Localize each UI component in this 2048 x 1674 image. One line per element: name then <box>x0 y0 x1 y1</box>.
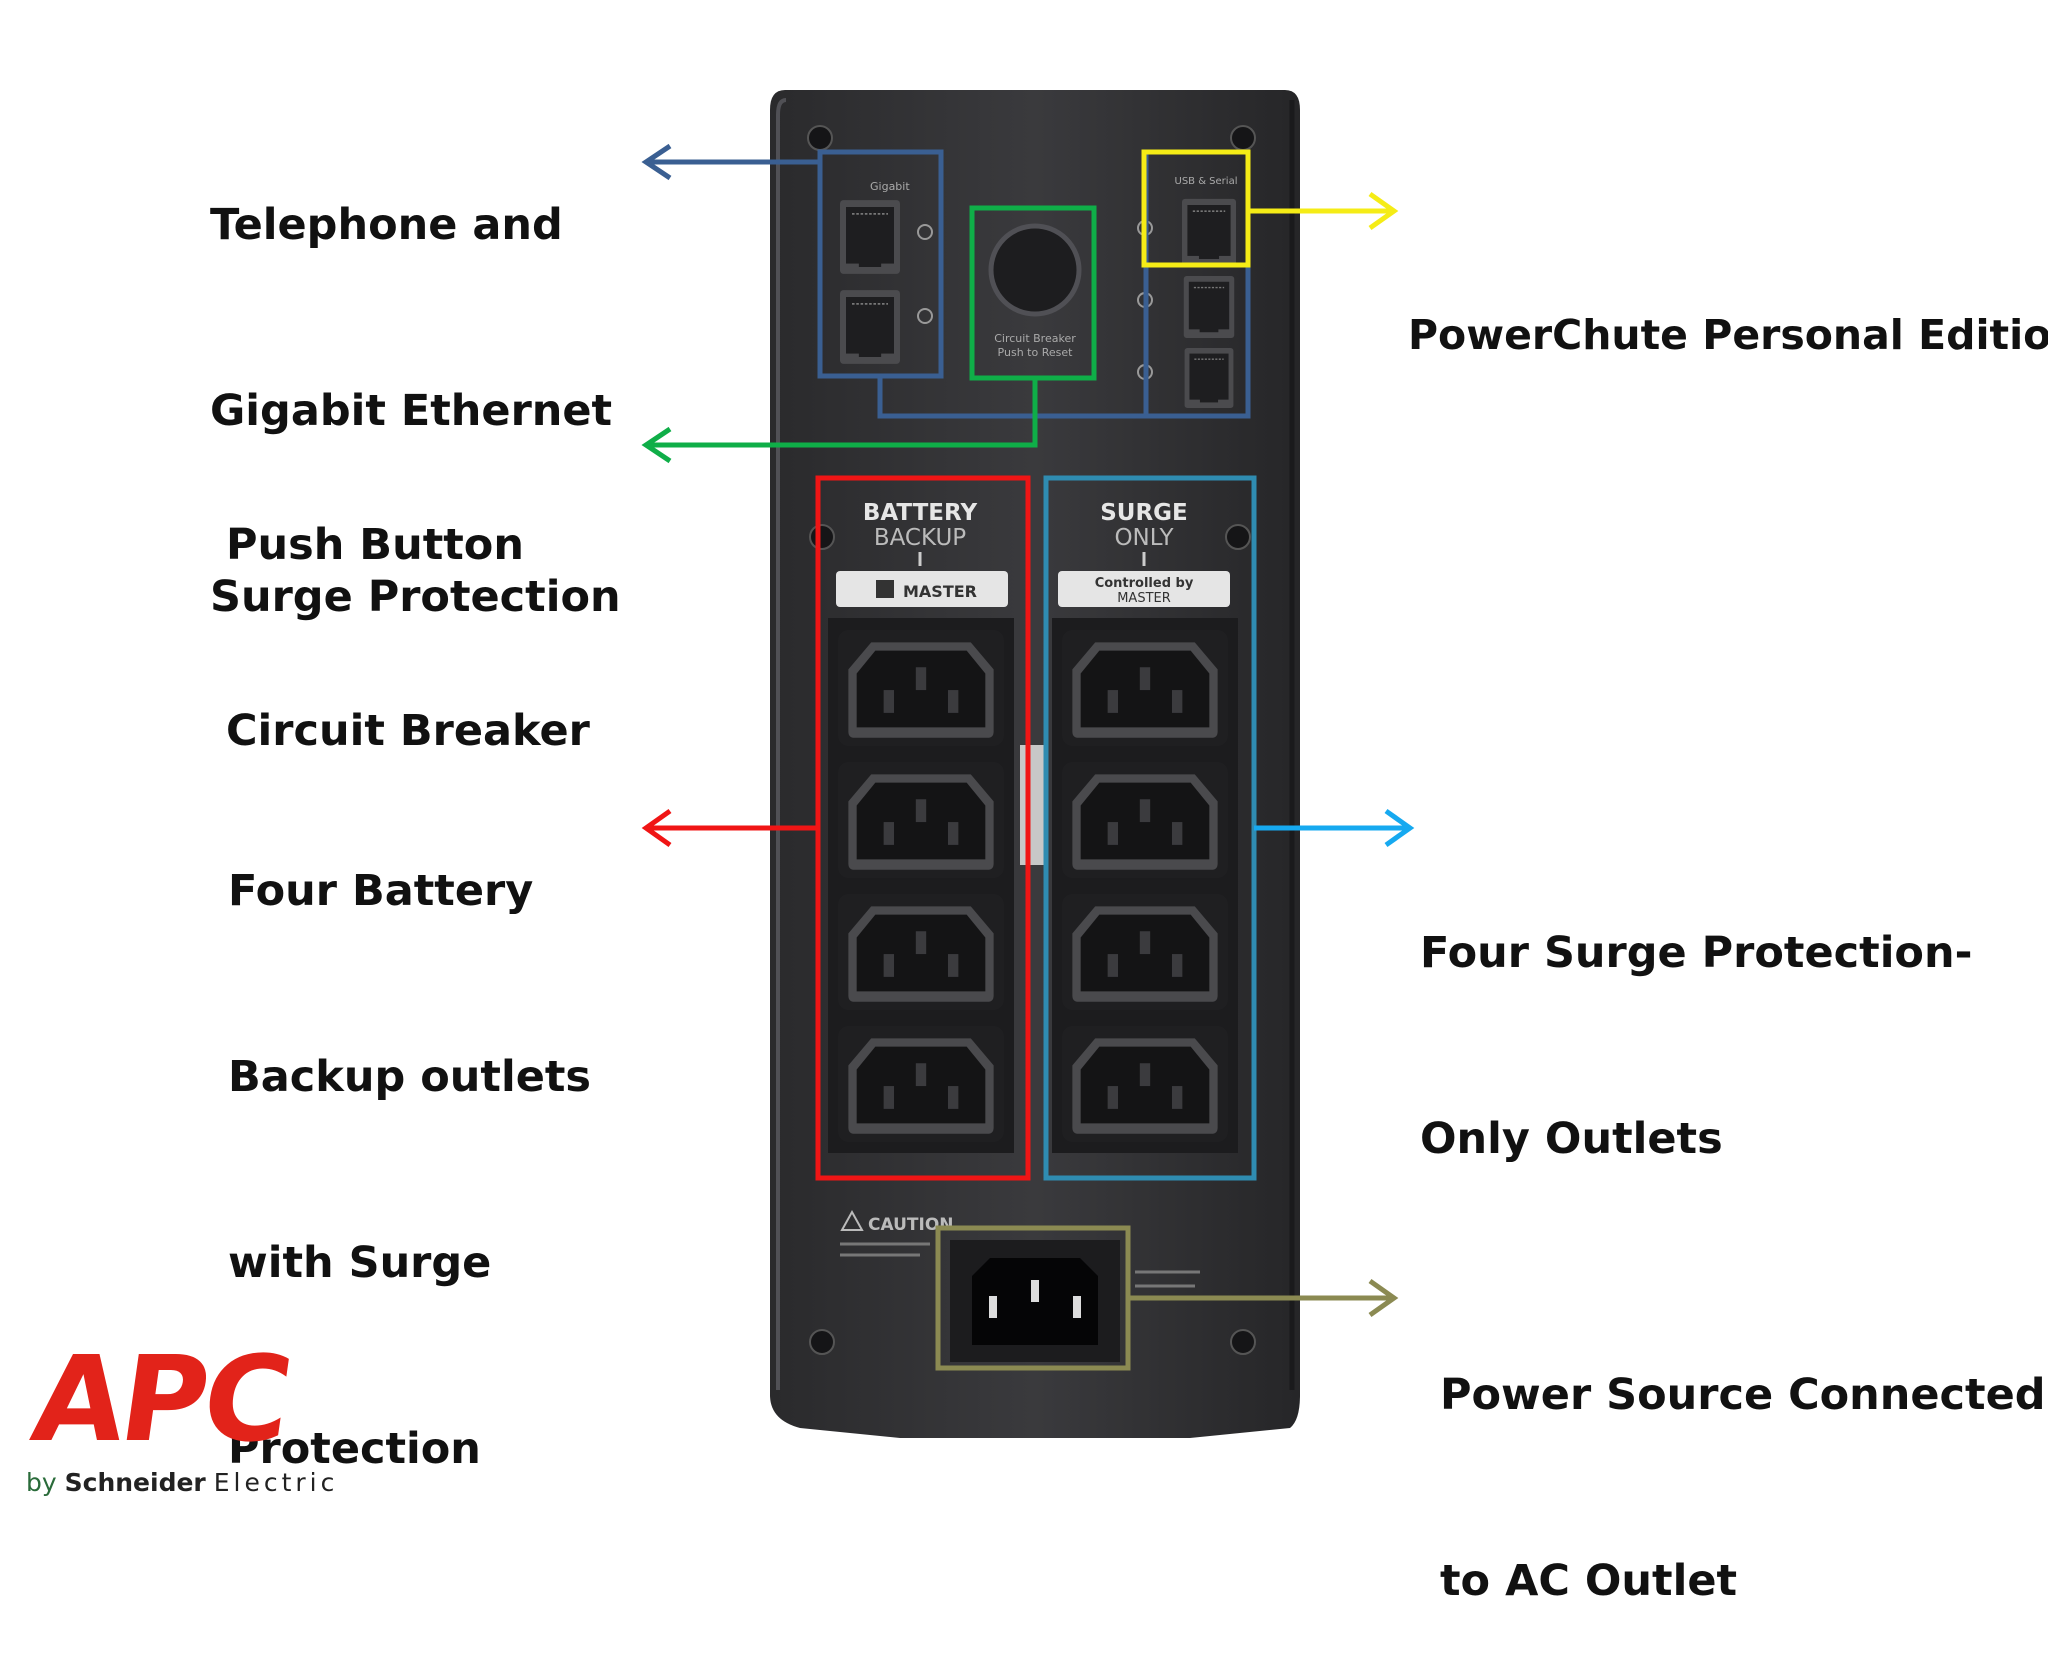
callout-line: with Surge <box>228 1238 492 1288</box>
telephone-callout: Telephone and Gigabit Ethernet Surge Pro… <box>210 70 621 690</box>
surge-outlet-icon <box>1062 761 1228 879</box>
battery-callout: Four Battery Backup outlets with Surge P… <box>228 736 591 1542</box>
powerchute-callout: PowerChute Personal Edition <box>1408 180 2048 428</box>
battery-backup-heading: BATTERY <box>863 500 978 526</box>
power-callout: Power Source Connected to AC Outlet <box>1440 1240 2046 1674</box>
callout-line: Protection <box>228 1424 481 1474</box>
apc-logo-wordmark: APC <box>24 1330 297 1468</box>
callout-line: Backup outlets <box>228 1052 592 1102</box>
breaker-label: Push to Reset <box>998 346 1074 359</box>
screw-icon <box>809 524 835 550</box>
arrow-head-icon <box>641 426 672 464</box>
caution-icon <box>840 1209 864 1231</box>
rj45-out-icon <box>840 290 900 364</box>
screw-icon <box>809 1329 835 1355</box>
battery-outlet-icon <box>838 1025 1004 1143</box>
ups-diagram: Gigabit Circuit Breaker Push to Reset US… <box>641 90 1415 1438</box>
controlled-by-master-tag <box>1058 571 1230 607</box>
phone-out-port-icon <box>1183 348 1235 408</box>
battery-backup-heading: BACKUP <box>874 525 966 551</box>
surge-outlet-icon <box>1062 629 1228 747</box>
callout-line: Four Battery <box>228 866 534 916</box>
gigabit-port-label: Gigabit <box>870 180 910 193</box>
arrow-head-icon <box>1384 808 1415 848</box>
caution-label: CAUTION <box>868 1215 954 1235</box>
callout-line: Push Button <box>226 520 524 570</box>
tagline-name: Schneider <box>64 1468 206 1497</box>
master-tag-label: MASTER <box>903 582 977 601</box>
usb-serial-label: USB & Serial <box>1175 176 1238 187</box>
battery-outlet-icon <box>838 893 1004 1011</box>
rj45-in-icon <box>840 200 900 274</box>
breaker-callout: Push Button Circuit Breaker <box>226 390 590 824</box>
surge-only-heading: ONLY <box>1114 525 1174 551</box>
callout-line: Only Outlets <box>1420 1114 1723 1164</box>
arrow-head-icon <box>1368 1278 1399 1318</box>
battery-outlet-icon <box>838 761 1004 879</box>
callout-line: PowerChute Personal Edition <box>1408 311 2048 359</box>
circuit-breaker-button-icon <box>988 223 1082 317</box>
surge-outlet-icon <box>1062 1025 1228 1143</box>
arrow-head-icon <box>641 808 672 848</box>
surge-callout: Four Surge Protection- Only Outlets <box>1420 798 1972 1232</box>
screw-icon <box>1230 1329 1256 1355</box>
callout-line: Gigabit Ethernet <box>210 386 613 436</box>
arrow-head-icon <box>641 143 672 181</box>
controlled-by-label: Controlled by <box>1095 576 1194 591</box>
battery-outlet-icon <box>838 629 1004 747</box>
callout-line: Surge Protection <box>210 572 621 622</box>
surge-outlet-icon <box>1062 893 1228 1011</box>
callout-line: Four Surge Protection- <box>1420 928 1973 978</box>
schneider-tagline: by Schneider Electric <box>26 1468 366 1497</box>
screw-icon <box>1225 524 1251 550</box>
callout-line: to AC Outlet <box>1440 1556 1738 1606</box>
tagline-suffix: Electric <box>213 1468 339 1497</box>
callout-line: Telephone and <box>210 200 563 250</box>
screw-icon <box>1230 125 1256 151</box>
surge-only-heading: SURGE <box>1100 500 1188 526</box>
arrow-head-icon <box>1368 191 1399 231</box>
screw-icon <box>807 125 833 151</box>
phone-in-port-icon <box>1182 276 1236 338</box>
controlled-by-label: MASTER <box>1117 591 1171 606</box>
apc-logo: APC by Schneider Electric <box>25 1330 366 1497</box>
callout-line: Power Source Connected <box>1440 1370 2046 1420</box>
tagline-by: by <box>26 1468 57 1497</box>
callout-line: Circuit Breaker <box>226 706 590 756</box>
breaker-label: Circuit Breaker <box>994 332 1076 345</box>
usb-serial-port-icon <box>1182 198 1236 266</box>
